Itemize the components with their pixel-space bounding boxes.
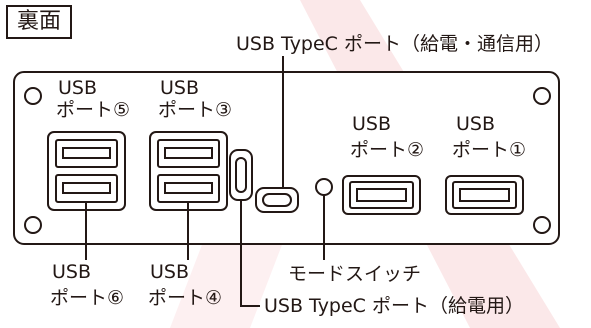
usb-port-1 xyxy=(452,181,517,209)
label-port-3-usb: USB xyxy=(160,77,200,99)
label-port-3: ポート③ xyxy=(158,99,233,121)
usb-c-data-port xyxy=(255,187,299,213)
screw-top-left xyxy=(24,87,42,105)
label-mode-switch: モードスイッチ xyxy=(288,263,422,285)
port-1-housing xyxy=(445,175,524,215)
label-port-6-usb: USB xyxy=(52,261,92,283)
label-usb-c-data: USB TypeC ポート（給電・通信用） xyxy=(236,33,553,55)
screw-top-right xyxy=(533,87,551,105)
label-port-5: ポート⑤ xyxy=(56,99,131,121)
usb-port-5 xyxy=(55,139,118,168)
label-usb-c-power: USB TypeC ポート（給電用） xyxy=(264,295,524,317)
label-port-4-usb: USB xyxy=(150,261,190,283)
port-2-housing xyxy=(342,175,421,215)
label-port-2-usb: USB xyxy=(352,113,392,135)
label-port-6: ポート⑥ xyxy=(50,287,125,309)
page-title: 裏面 xyxy=(6,5,72,39)
label-port-1-usb: USB xyxy=(456,113,496,135)
label-port-5-usb: USB xyxy=(58,77,98,99)
screw-bottom-right xyxy=(533,216,551,234)
leader-usb-c-power xyxy=(240,200,260,307)
label-port-2: ポート② xyxy=(350,139,425,161)
usb-port-3 xyxy=(157,139,220,168)
screw-bottom-left xyxy=(24,216,42,234)
usb-port-2 xyxy=(349,181,414,209)
label-port-1: ポート① xyxy=(452,139,527,161)
label-port-4: ポート④ xyxy=(148,287,223,309)
